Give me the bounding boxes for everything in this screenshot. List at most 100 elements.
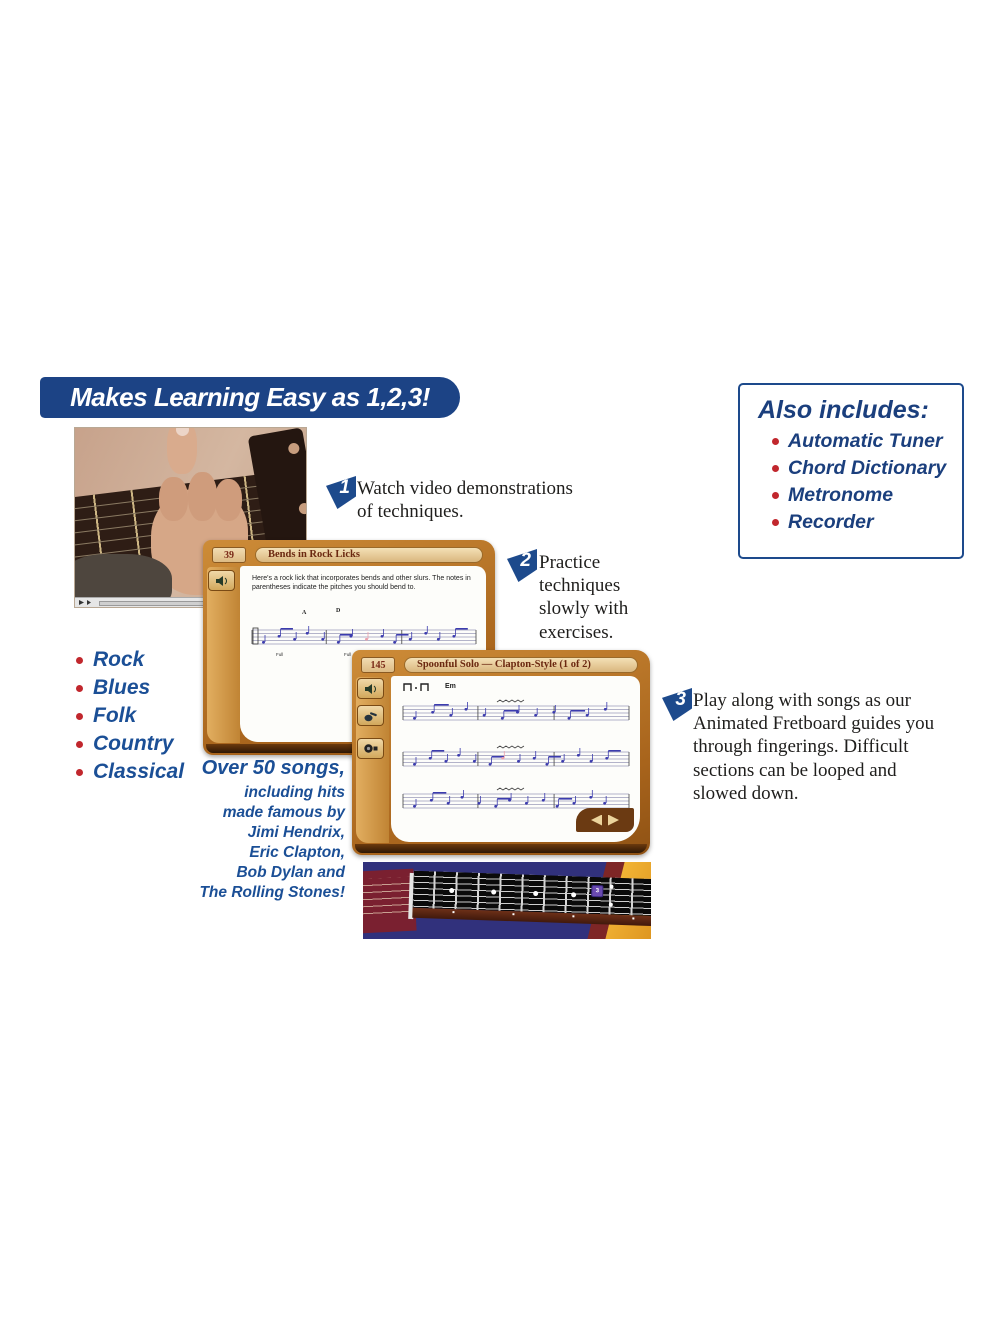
side-dot [512,913,515,916]
side-dot [632,917,635,920]
step-1-text: Watch video demonstrations of techniques… [357,478,573,523]
bullet-icon [772,438,779,445]
genre-item: Blues [76,674,184,702]
chord-label: D [336,608,341,614]
step-3-text: Play along with songs as our Animated Fr… [693,690,935,804]
also-includes-title: Also includes: [758,396,929,424]
inlay-dot [491,889,497,895]
songs-headline: Over 50 songs, [201,757,345,779]
speaker-button[interactable] [357,678,384,699]
speaker-button[interactable] [208,570,235,591]
page-fold [576,808,634,832]
bullet-icon [76,740,83,748]
inlay-dot [608,902,613,907]
step-forward-icon[interactable] [87,600,91,605]
frame-bottom-edge [206,744,492,753]
genre-item: Folk [76,702,184,730]
camera-icon [364,744,378,753]
songs-line: Bob Dylan and [236,864,345,881]
songs-line: Eric Clapton, [249,844,345,861]
page-number-tab: 145 [361,657,395,673]
animated-fretboard: 3 [363,862,651,939]
bullet-icon [76,712,83,720]
bullet-icon [76,768,83,776]
finger [158,476,189,521]
side-dot [572,915,575,918]
also-includes-item: Metronome [772,485,962,506]
genres-list: Rock Blues Folk Country Classical [76,646,184,786]
step-1-number: 1 [339,477,350,498]
chord-label: A [302,610,307,616]
also-includes-item-label: Chord Dictionary [788,457,947,479]
video-frame-photo [75,428,306,598]
inlay-dot [571,892,577,898]
genre-label: Country [93,732,174,755]
frame-bottom-edge [355,844,647,853]
also-includes-item: Automatic Tuner [772,431,962,452]
step-2-text: Practice techniques slowly with exercise… [539,552,629,643]
genre-label: Folk [93,704,137,727]
finger [167,428,198,474]
step-3-number: 3 [675,689,686,710]
svg-text:Full: Full [344,652,351,657]
lesson-title-bar: Bends in Rock Licks [255,547,483,563]
genre-label: Classical [93,760,185,783]
fingernail [175,428,190,436]
step-3-arrow-icon: 3 [662,688,692,721]
speaker-icon [215,575,227,586]
songs-line: made famous by [222,804,345,821]
guitar-icon [364,711,377,721]
fret-marker-label: 3 [595,888,600,895]
video-player[interactable] [75,428,306,607]
side-dot [452,911,455,914]
play-icon[interactable] [79,600,84,605]
record-button[interactable] [357,738,384,759]
headline-banner: Makes Learning Easy as 1,2,3! [40,377,460,418]
also-includes-box: Also includes: Automatic Tuner Chord Dic… [738,383,964,559]
finger [215,478,243,521]
genre-item: Rock [76,646,184,674]
picking-symbols [403,683,429,691]
also-includes-item: Recorder [772,512,962,533]
inlay-dot [533,890,539,897]
page-number-tab: 39 [212,547,246,563]
song-title-bar: Spoonful Solo — Clapton-Style (1 of 2) [404,657,638,673]
finger [188,472,218,521]
songs-note: Over 50 songs, including hits made famou… [193,757,345,903]
svg-text:Full: Full [276,652,283,657]
step-1-arrow-icon: 1 [326,476,356,509]
bullet-icon [772,492,779,499]
tuner-knob [298,502,306,516]
next-page-icon[interactable] [608,814,619,826]
music-notation [402,699,630,809]
screenshot2-sidebar [356,677,389,843]
sleeve [75,553,173,598]
tuner-knob [287,442,301,455]
screenshot-spoonful-solo: 145 Spoonful Solo — Clapton-Style (1 of … [352,650,650,855]
bullet-icon [76,656,83,664]
also-includes-item-label: Automatic Tuner [788,430,943,452]
songs-line: The Rolling Stones! [199,884,345,901]
chord-label: Em [445,683,456,690]
inlay-dot [609,884,614,889]
bullet-icon [76,684,83,692]
guitar-button[interactable] [357,705,384,726]
lesson-description: Here's a rock lick that incorporates ben… [252,575,471,592]
song-page: Em [391,676,640,842]
step-2-arrow-icon: 2 [507,549,537,582]
genre-label: Blues [93,676,151,699]
genre-item: Country [76,730,184,758]
step-2-number: 2 [520,550,531,571]
genre-item: Classical [76,758,184,786]
inlay-dot [449,887,455,894]
speaker-icon [364,683,376,694]
also-includes-item-label: Recorder [788,511,874,533]
genre-label: Rock [93,648,145,671]
bullet-icon [772,465,779,472]
fret-marker: 3 [591,884,604,898]
prev-page-icon[interactable] [591,814,602,826]
screenshot1-sidebar [207,567,240,743]
guitar-fretboard: 3 [412,870,651,927]
also-includes-item: Chord Dictionary [772,458,962,479]
